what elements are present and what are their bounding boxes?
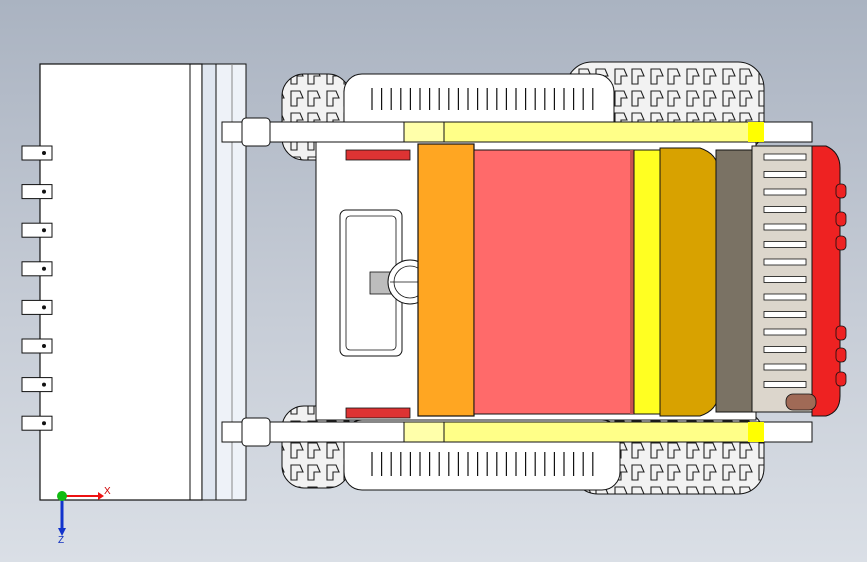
- fender-left-vents: [371, 88, 594, 110]
- grille-slot: [763, 206, 807, 213]
- grille-slot: [763, 381, 807, 388]
- tail-light: [835, 235, 847, 251]
- tail-light: [835, 183, 847, 199]
- bucket-tooth: [21, 338, 53, 354]
- grille-slot: [763, 276, 807, 283]
- tail-light: [835, 347, 847, 363]
- grille-slot: [763, 153, 807, 161]
- bucket-tooth: [21, 377, 53, 393]
- bucket-tooth: [21, 299, 53, 315]
- hydraulic-line-right: [345, 407, 411, 419]
- grille-slot: [763, 188, 807, 196]
- cab-roof: [417, 143, 475, 417]
- bucket-tooth: [21, 184, 53, 200]
- z-axis-label: Z: [58, 535, 64, 546]
- grille-slot: [763, 328, 807, 336]
- x-axis-label: X: [104, 486, 111, 497]
- rear-counterweight: [785, 145, 847, 417]
- grille-slot: [763, 241, 807, 248]
- seat-back: [633, 147, 719, 417]
- bucket-tooth: [21, 415, 53, 431]
- operator-seat: [473, 149, 637, 415]
- grille-slot: [763, 346, 807, 353]
- fender-right-vents: [371, 452, 594, 476]
- lift-arm-right: [221, 417, 813, 447]
- grille-slot: [763, 171, 807, 178]
- hydraulic-line-left: [345, 149, 411, 161]
- lift-arm-left: [221, 117, 813, 147]
- grille-slot: [763, 311, 807, 318]
- grille-slot: [763, 223, 807, 231]
- grille-slot: [763, 293, 807, 301]
- tail-lights: [835, 183, 847, 387]
- bucket: [21, 63, 247, 501]
- bucket-tooth: [21, 145, 53, 161]
- bucket-tooth: [21, 222, 53, 238]
- engine-bay: [715, 149, 753, 413]
- grille-vents: [763, 153, 807, 388]
- rear-grille: [751, 145, 813, 413]
- bucket-tooth: [21, 261, 53, 277]
- tail-light: [835, 325, 847, 341]
- bucket-teeth: [21, 145, 53, 431]
- tail-light: [835, 211, 847, 227]
- grille-slot: [763, 258, 807, 266]
- grille-slot: [763, 363, 807, 371]
- coordinate-triad: X Z: [57, 486, 111, 546]
- tail-light: [835, 371, 847, 387]
